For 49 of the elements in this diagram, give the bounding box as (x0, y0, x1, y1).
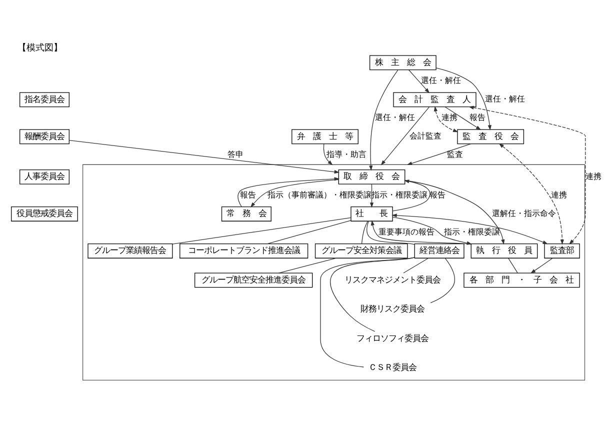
node-text: ＣＳＲ委員会 (368, 362, 417, 372)
connector (320, 257, 415, 368)
node-box: 監査部 (544, 244, 580, 258)
node-box: 役員懲戒委員会 (11, 206, 78, 222)
node-box: 経営連絡会 (414, 244, 464, 258)
node-box: 指名委員会 (19, 92, 70, 108)
arrow (530, 258, 553, 274)
arrow (392, 180, 430, 212)
node-text: フィロソフィ委員会 (356, 332, 429, 343)
node-box: 監 査 役 会 (457, 129, 524, 144)
node-box: 株 主 総 会 (369, 55, 436, 70)
connector (403, 258, 429, 274)
node-box: 常 務 会 (221, 206, 272, 222)
arrow (250, 179, 339, 208)
node-box: グループ業績報告会 (88, 244, 173, 258)
connector (366, 220, 415, 245)
arrow (434, 106, 458, 132)
node-box: 会 計 監 査 人 (393, 92, 476, 108)
arrow (468, 106, 586, 244)
node-text: 財務リスク委員会 (360, 304, 425, 314)
node-box: コーポレートブランド推進会議 (180, 244, 308, 258)
node-box: 人事委員会 (19, 170, 70, 184)
arrow (408, 70, 430, 94)
node-box: 各 部 門 ・ 子 会 社 (464, 272, 580, 288)
node-box: グループ航空安全推進委員会 (194, 272, 313, 288)
arrow (436, 68, 492, 130)
node-box: 弁 護 士 等 (292, 129, 358, 144)
node-box: 取 締 役 会 (338, 170, 406, 184)
node-box: 執 行 役 員 (470, 244, 538, 258)
node-box: グループ安全対策会議 (314, 244, 408, 258)
arrow (406, 144, 472, 166)
diagram-title: 【模式図】 (17, 43, 62, 54)
arrow (238, 177, 340, 208)
connector (361, 221, 368, 244)
connector (266, 220, 352, 244)
arrow (370, 184, 374, 208)
arrow (498, 143, 564, 245)
connector (508, 258, 518, 274)
node-box: 社 長 (350, 206, 393, 222)
arrow (323, 144, 333, 166)
arrow (369, 70, 398, 171)
node-box: 報酬委員会 (19, 129, 70, 144)
connector (330, 257, 415, 332)
node-text: リスクマネジメント委員会 (344, 274, 441, 284)
connector (172, 217, 352, 244)
arrow (69, 140, 340, 174)
connector (430, 258, 455, 304)
arrow (444, 106, 482, 130)
arrow (380, 106, 430, 166)
